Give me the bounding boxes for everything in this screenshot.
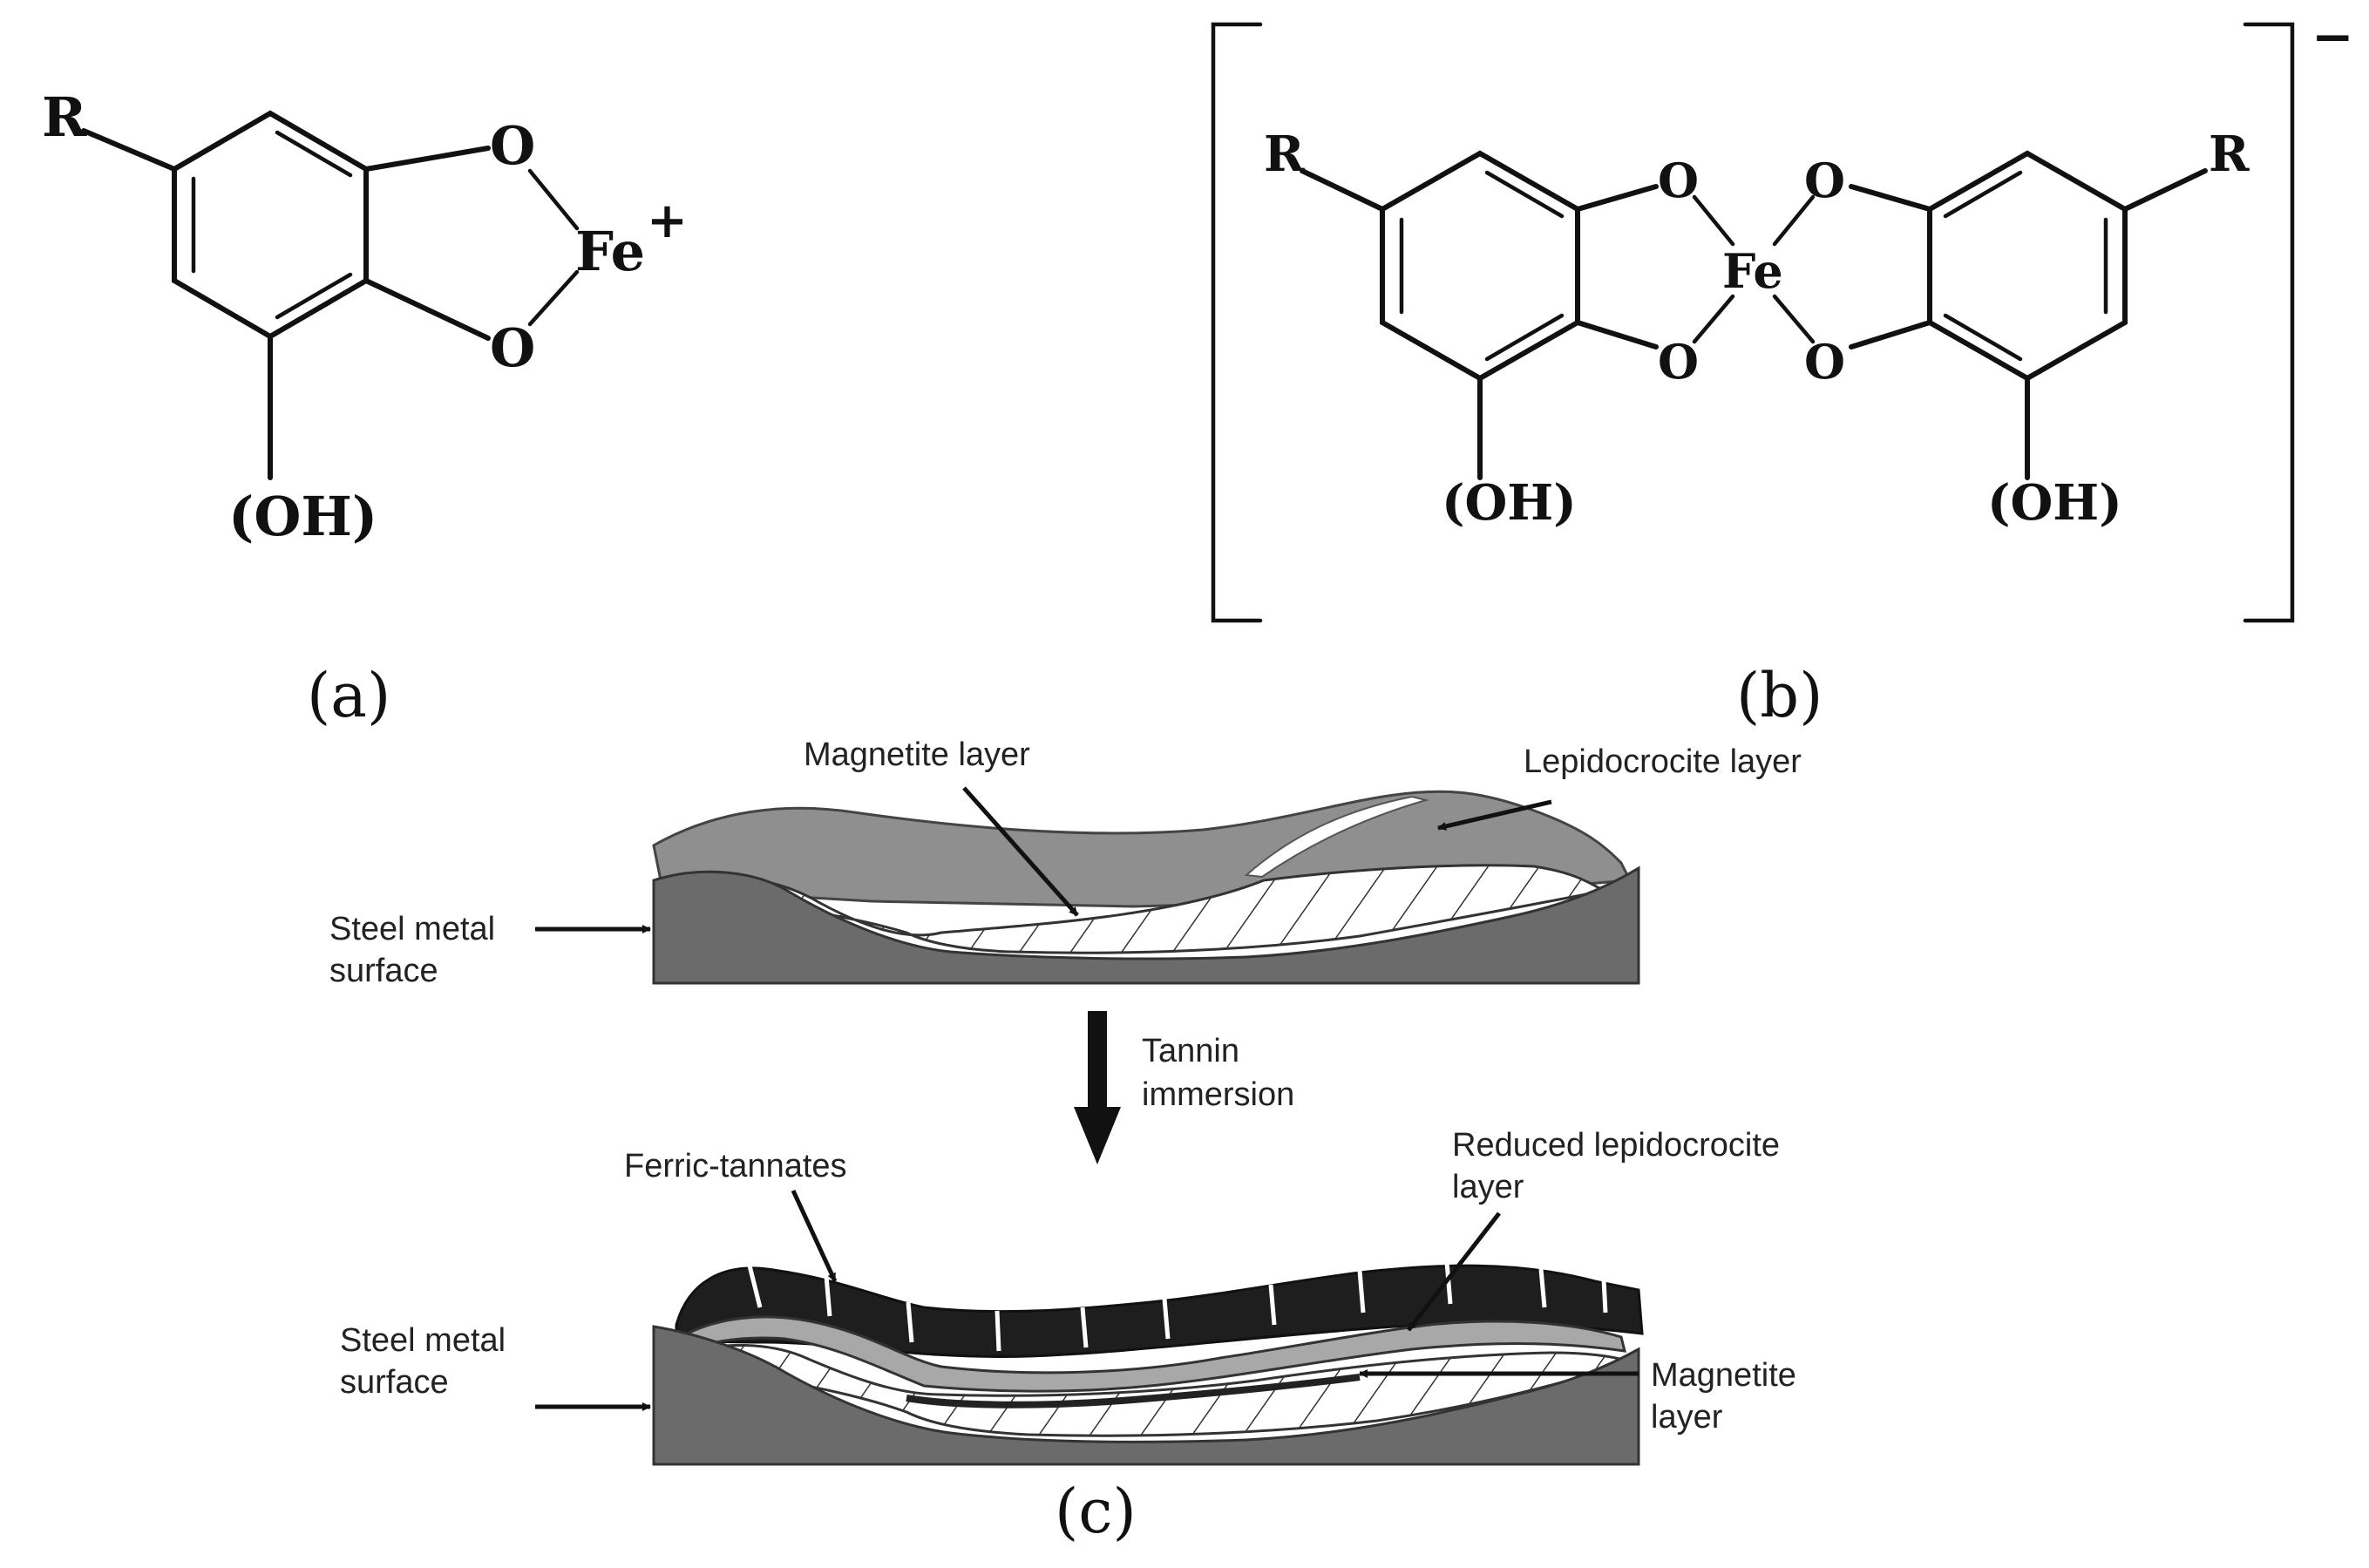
panel-b-o-bond-3	[1849, 184, 1932, 212]
magnetite-inner-line	[906, 1374, 1361, 1408]
panel-b-left-ring	[1380, 150, 1580, 382]
panel-b-structure: − R R O O O O Fe	[1211, 7, 2354, 623]
lepidocrocite-label-top: Lepidocrocite layer	[1524, 743, 1802, 780]
panel-b-r-right: R	[2209, 126, 2250, 183]
process-label-line1: Tannin	[1142, 1033, 1239, 1069]
tannin-process-arrow	[1074, 1011, 1121, 1164]
panel-a-caption: (a)	[307, 660, 390, 731]
magnetite-label-bottom-line2: layer	[1651, 1399, 1723, 1436]
process-label-line2: immersion	[1142, 1076, 1294, 1113]
reduced-lepidocrocite-arrow	[1407, 1212, 1501, 1332]
panel-b-r-bond-right	[2122, 168, 2208, 212]
panel-c-bottom-annotations: Ferric-tannates Reduced lepidocrocite la…	[340, 1127, 1796, 1436]
panel-b-o-bond-2	[1575, 320, 1659, 350]
magnetite-layer-top	[662, 864, 1608, 954]
lepidocrocite-arrow-top	[1437, 799, 1552, 831]
panel-a-r-label: R	[42, 85, 87, 149]
panel-b-r-left: R	[1264, 126, 1305, 183]
ferric-tannates-label: Ferric-tannates	[624, 1148, 847, 1184]
panel-a-o-bottom: O	[490, 318, 535, 379]
steel-label-bottom-line1: Steel metal	[340, 1322, 506, 1359]
ferric-tannate-layer	[675, 1264, 1644, 1359]
panel-b-r-bond-left	[1300, 168, 1385, 212]
panel-c-top-cross-section	[652, 790, 1640, 985]
panel-c-top-annotations: Magnetite layer Lepidocrocite layer Stee…	[329, 736, 1802, 989]
panel-c-caption: (c)	[1055, 1476, 1137, 1547]
reduced-lepidocrocite-layer	[676, 1315, 1626, 1393]
steel-label-top-line2: surface	[329, 953, 438, 989]
panel-b-oh-left: (OH)	[1442, 474, 1577, 532]
panel-a-r-bond	[81, 128, 177, 172]
panel-a-fe-bond-top	[527, 168, 580, 231]
steel-substrate-bottom	[652, 1325, 1640, 1466]
panel-b-fe-bond-3	[1772, 194, 1816, 247]
lepidocrocite-gap	[1244, 795, 1429, 879]
panel-b-o-1: O	[1658, 153, 1699, 208]
panel-b-o-bond-1	[1575, 184, 1659, 212]
panel-a-o-bond-top	[363, 146, 491, 172]
ferric-tannates-arrow	[791, 1189, 838, 1283]
reduced-lepidocrocite-label-line2: layer	[1452, 1169, 1524, 1205]
panel-b-o-3: O	[1804, 153, 1845, 208]
steel-substrate-top	[652, 865, 1640, 985]
panel-a-fe-label: Fe	[575, 220, 645, 283]
magnetite-arrow-top	[962, 786, 1079, 917]
panel-b-right-ring	[1927, 150, 2128, 382]
panel-b-right-bracket	[2243, 22, 2295, 623]
panel-b-fe-bond-4	[1772, 294, 1816, 344]
panel-a-o-top: O	[490, 116, 535, 177]
magnetite-label-top: Magnetite layer	[804, 736, 1030, 773]
panel-a-oh-label: (OH)	[228, 485, 377, 548]
panel-a-structure: R O O Fe + (OH)	[42, 85, 688, 548]
panel-b-fe-bond-1	[1692, 194, 1735, 247]
panel-a-o-bond-bottom	[363, 278, 491, 341]
panel-a-benzene-ring	[172, 110, 369, 340]
panel-b-caption: (b)	[1736, 660, 1823, 731]
panel-b-left-bracket	[1211, 22, 1263, 623]
panel-a-charge: +	[647, 192, 688, 249]
magnetite-label-bottom-line1: Magnetite	[1651, 1357, 1796, 1394]
panel-b-oh-right: (OH)	[1987, 474, 2122, 532]
reduced-lepidocrocite-label-line1: Reduced lepidocrocite	[1452, 1127, 1780, 1164]
panel-b-charge: −	[2311, 7, 2354, 66]
panel-b-o-2: O	[1658, 334, 1699, 390]
panel-b-o-bond-4	[1849, 320, 1932, 350]
panel-b-fe-label: Fe	[1722, 243, 1783, 299]
magnetite-layer-bottom	[678, 1344, 1634, 1437]
panel-b-o-4: O	[1804, 334, 1845, 390]
panel-b-fe-bond-2	[1692, 294, 1735, 344]
panel-a-fe-bond-bottom	[527, 269, 580, 327]
steel-label-top-line1: Steel metal	[329, 911, 495, 947]
steel-label-bottom-line2: surface	[340, 1364, 449, 1401]
ferric-tannate-blocks	[747, 1261, 1608, 1352]
panel-c-bottom-cross-section	[652, 1261, 1644, 1466]
